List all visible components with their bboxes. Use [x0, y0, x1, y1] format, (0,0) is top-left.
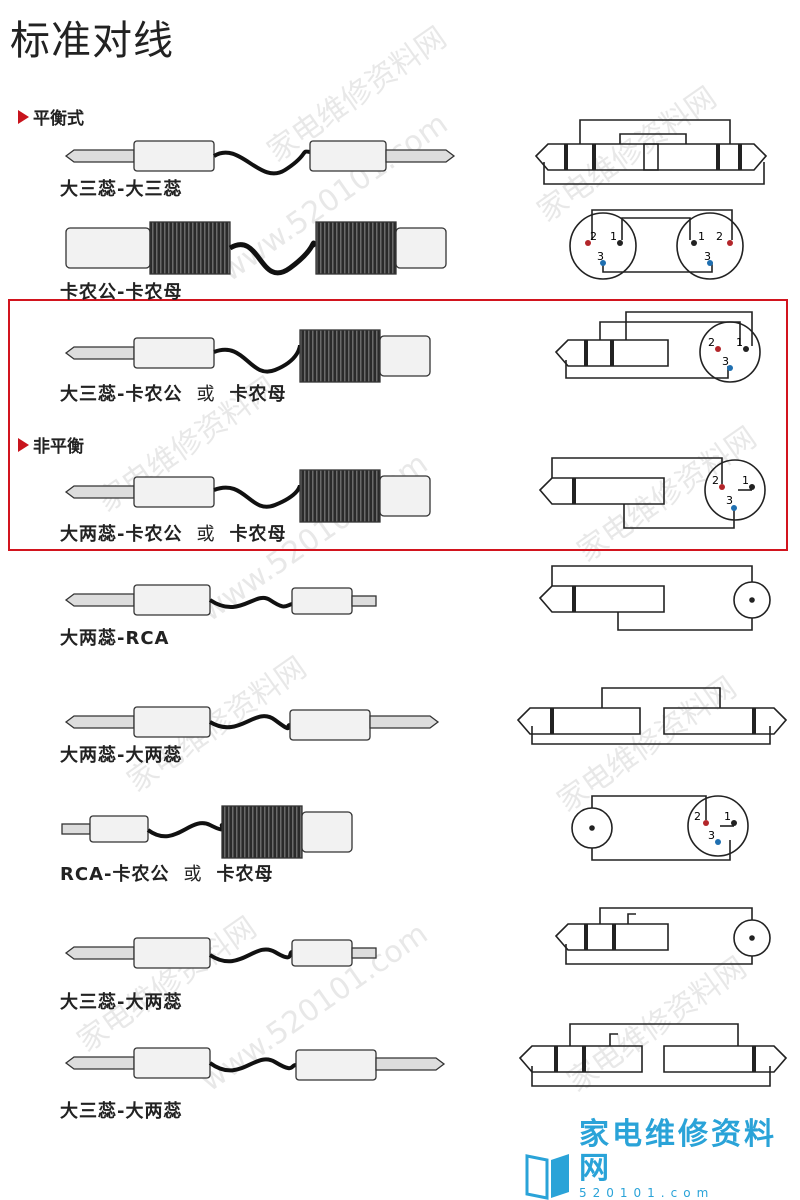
cable-caption: 大三蕊-大三蕊 [60, 179, 183, 200]
pin-label: 3 [597, 250, 604, 263]
pin-dot [743, 346, 749, 352]
pin-dot [715, 346, 721, 352]
pin-label: 3 [722, 355, 729, 368]
cable-ts-ts [64, 706, 440, 741]
pin-label: 3 [708, 829, 715, 842]
triangle-marker-icon [18, 109, 29, 124]
pin-label: 1 [610, 230, 617, 243]
section-unbalanced-label: 非平衡 [33, 437, 84, 457]
caption-alt: 卡农母 [229, 524, 287, 545]
pin-label: 1 [724, 810, 731, 823]
pin-label: 1 [736, 336, 743, 349]
cable-caption: 卡农公-卡农母 [60, 282, 183, 303]
schematic-ts-rca [538, 565, 771, 631]
schematic-trs-rca [554, 907, 771, 965]
pin-dot [727, 240, 733, 246]
caption-alt: 卡农母 [216, 864, 274, 885]
pin-label: 2 [590, 230, 597, 243]
pin-dot [731, 820, 737, 826]
pin-label: 2 [716, 230, 723, 243]
caption-main: 大三蕊-卡农公 [60, 384, 183, 405]
section-balanced-label: 平衡式 [33, 109, 84, 129]
pin-label: 2 [708, 336, 715, 349]
cable-caption: 大两蕊-卡农公或卡农母 [60, 520, 286, 546]
footer-brand: 家电维修资料网 [579, 1117, 777, 1186]
triangle-marker-icon [18, 437, 29, 452]
cable-caption: 大两蕊-RCA [60, 628, 170, 649]
pin-dot [707, 260, 713, 266]
pin-label: 1 [698, 230, 705, 243]
cable-caption: RCA-卡农公或卡农母 [60, 860, 273, 886]
book-logo-icon [525, 1154, 569, 1200]
highlight-box [8, 299, 788, 551]
caption-main: 大两蕊-卡农公 [60, 524, 183, 545]
cable-trs-rca [64, 937, 377, 969]
pin-dot [715, 839, 721, 845]
pin-dot [719, 484, 725, 490]
schematic-trs-ts [518, 1023, 788, 1087]
schematic-trs-trs [534, 119, 768, 185]
caption-or: 或 [183, 864, 203, 885]
page-title: 标准对线 [10, 18, 174, 64]
pin-label: 3 [726, 494, 733, 507]
pin-label: 1 [742, 474, 749, 487]
section-unbalanced: 非平衡 [18, 432, 84, 457]
footer-site: 520101.com [579, 1186, 715, 1200]
schematic-xlr-xlr [569, 209, 744, 280]
pin-dot [585, 240, 591, 246]
pin-dot [727, 365, 733, 371]
schematic-ts-xlr [538, 457, 766, 529]
cable-rca-xlr [61, 805, 353, 859]
schematic-trs-xlr [554, 311, 761, 383]
cable-xlr-xlr [65, 221, 447, 276]
cable-caption: 大三蕊-大两蕊 [60, 1101, 183, 1122]
caption-main: RCA-卡农公 [60, 864, 170, 885]
cable-caption: 大两蕊-大两蕊 [60, 745, 183, 766]
pin-label: 2 [712, 474, 719, 487]
pin-dot [691, 240, 697, 246]
pin-dot [749, 484, 755, 490]
caption-or: 或 [196, 524, 216, 545]
cable-trs-ts [64, 1047, 446, 1081]
cable-trs-trs [64, 140, 456, 176]
schematic-ts-ts [516, 687, 788, 745]
cable-caption: 大三蕊-卡农公或卡农母 [60, 380, 286, 406]
cable-ts-rca [64, 584, 377, 616]
cable-ts-xlr [64, 469, 431, 523]
cable-trs-xlr [64, 329, 431, 383]
pin-dot [617, 240, 623, 246]
pin-dot [600, 260, 606, 266]
caption-or: 或 [196, 384, 216, 405]
pin-label: 2 [694, 810, 701, 823]
cable-caption: 大三蕊-大两蕊 [60, 992, 183, 1013]
caption-alt: 卡农母 [229, 384, 287, 405]
schematic-rca-xlr [571, 795, 749, 861]
footer-logo: 家电维修资料网 520101.com [523, 1118, 800, 1200]
pin-dot [731, 505, 737, 511]
pin-dot [703, 820, 709, 826]
section-balanced: 平衡式 [18, 104, 84, 129]
pin-label: 3 [704, 250, 711, 263]
